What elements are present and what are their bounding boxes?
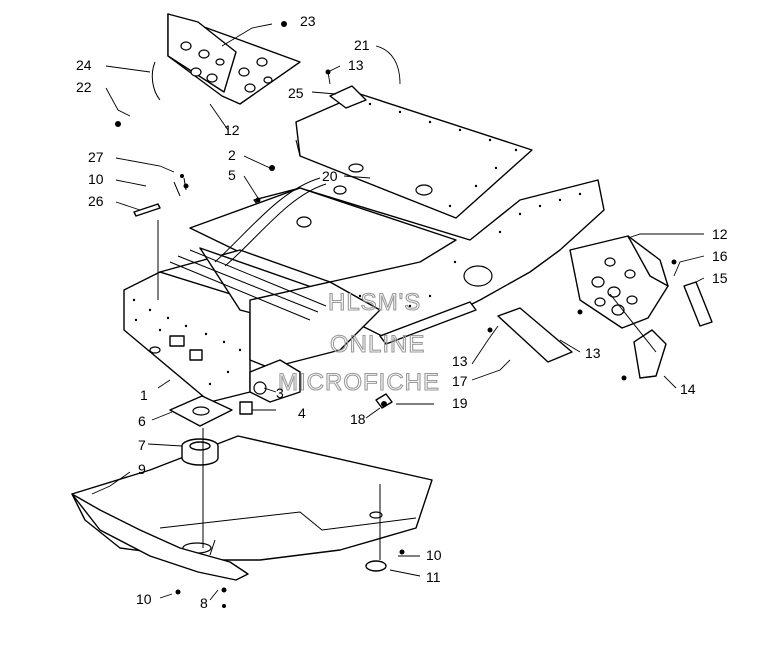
callout-20: 20 xyxy=(322,168,338,184)
callout-9: 9 xyxy=(138,461,146,477)
right-footrest xyxy=(497,235,713,379)
watermark-line-3: MICROFICHE xyxy=(278,369,440,396)
callout-4: 4 xyxy=(298,405,306,421)
callout-labels: 23 21 13 25 24 22 12 2 5 20 27 10 26 12 … xyxy=(76,13,728,611)
tunnel-cover xyxy=(295,85,533,219)
engine-mounts xyxy=(133,177,387,572)
callout-7: 7 xyxy=(138,437,146,453)
callout-12-right: 12 xyxy=(712,226,728,242)
center-lines xyxy=(157,220,657,560)
callout-13-mid: 13 xyxy=(452,353,468,369)
callout-1: 1 xyxy=(140,387,148,403)
leader-lines xyxy=(91,23,705,601)
callout-10-right: 10 xyxy=(426,547,442,563)
callout-22: 22 xyxy=(76,79,92,95)
callout-11: 11 xyxy=(426,569,441,585)
callout-3: 3 xyxy=(276,385,284,401)
callout-16: 16 xyxy=(712,248,728,264)
callout-6: 6 xyxy=(138,413,146,429)
fasteners xyxy=(115,21,677,608)
callout-19: 19 xyxy=(452,395,468,411)
callout-5: 5 xyxy=(228,167,236,183)
callout-24: 24 xyxy=(76,57,92,73)
callout-12-top: 12 xyxy=(224,122,240,138)
watermark-line-2: ONLINE xyxy=(330,331,425,358)
callout-15: 15 xyxy=(712,270,728,286)
callout-23: 23 xyxy=(300,13,316,29)
callout-17: 17 xyxy=(452,373,468,389)
belly-pan xyxy=(71,435,433,581)
watermark-line-1: HLSM'S xyxy=(328,289,421,316)
callout-13-top: 13 xyxy=(348,57,364,73)
callout-21: 21 xyxy=(354,37,370,53)
watermark: HLSM'S ONLINE MICROFICHE xyxy=(277,288,440,396)
callout-27: 27 xyxy=(88,149,104,165)
callout-14: 14 xyxy=(680,381,696,397)
callout-25: 25 xyxy=(288,85,304,101)
callout-13-right: 13 xyxy=(585,345,601,361)
callout-2: 2 xyxy=(228,147,236,163)
callout-10-bottom: 10 xyxy=(136,591,152,607)
callout-26: 26 xyxy=(88,193,104,209)
callout-18: 18 xyxy=(350,411,366,427)
left-footrest xyxy=(151,13,301,105)
chassis-frame xyxy=(123,177,605,415)
callout-10-left: 10 xyxy=(88,171,104,187)
callout-8: 8 xyxy=(200,595,208,611)
